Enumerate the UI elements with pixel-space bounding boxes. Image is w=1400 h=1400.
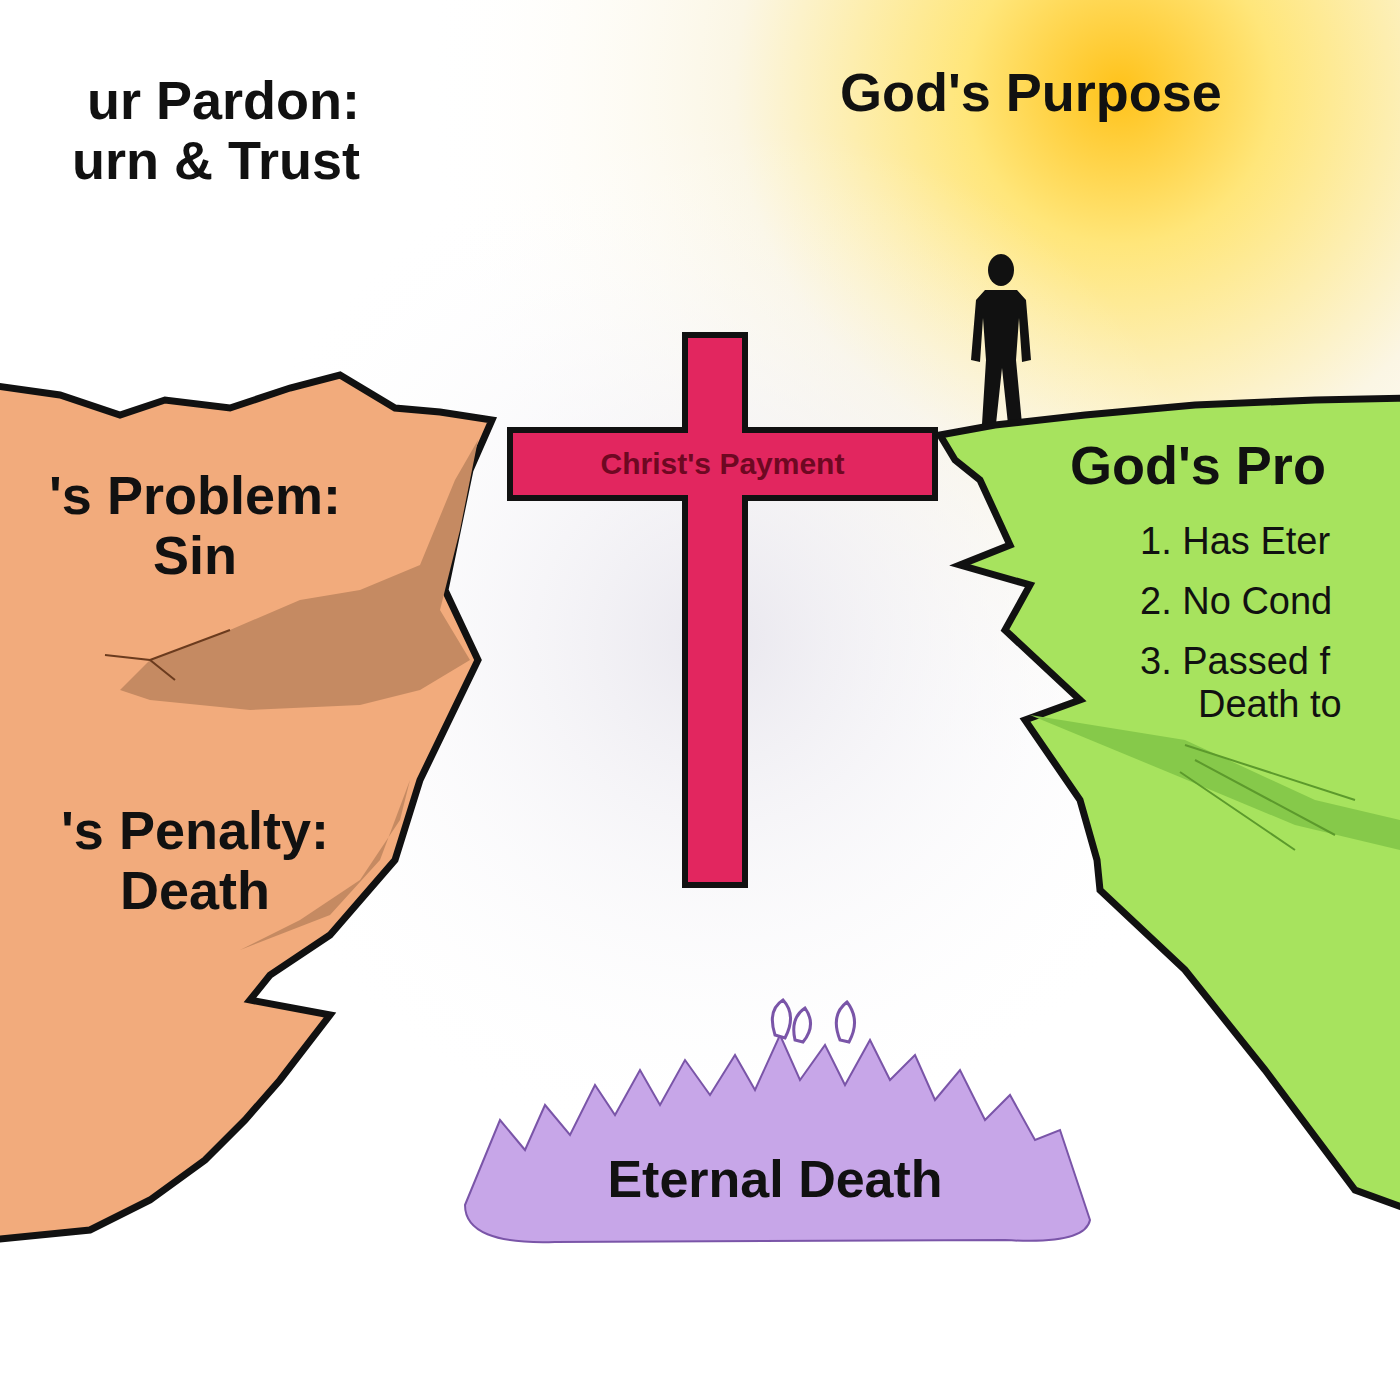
eternal-death-shape xyxy=(445,1000,1105,1250)
person-head xyxy=(988,254,1014,286)
life-cliff-shape xyxy=(935,380,1400,1210)
person-body xyxy=(971,290,1031,424)
cross-shape xyxy=(500,330,950,895)
heading-label: God's Purpose xyxy=(840,62,1380,122)
node-text: 3. Passed f Death to xyxy=(1140,640,1380,725)
cliff-outline xyxy=(940,398,1400,1210)
node-heading: Eternal Death xyxy=(465,1150,1085,1208)
text-holder: 2. No Cond xyxy=(1140,580,1390,623)
mountain-outline xyxy=(465,1035,1090,1242)
node-heading: God's Pro xyxy=(1070,435,1390,495)
text-holder: Christ's Payment xyxy=(514,434,931,494)
text-holder: God's Pro xyxy=(1070,435,1390,495)
cliff-outline xyxy=(0,375,492,1240)
label-holder: God's Purpose xyxy=(840,62,1380,122)
cliff-streak xyxy=(1180,745,1355,850)
node-text: 's Penalty: Death xyxy=(10,800,380,921)
heading-label: ur Pardon: urn & Trust xyxy=(40,70,360,191)
sin-cliff: 's Problem: Sin 's Penalty: Death xyxy=(0,360,520,1240)
person-silhouette xyxy=(971,254,1031,424)
life-cliff: God's Pro 1. Has Eter 2. No Cond 3. Passed … xyxy=(935,380,1400,1210)
node-heading: 's Problem: Sin xyxy=(10,465,380,586)
node-text: 2. No Cond xyxy=(1140,580,1390,623)
text-holder: Eternal Death xyxy=(465,1150,1085,1208)
node-text: 1. Has Eter xyxy=(1140,520,1390,563)
cliff-shading xyxy=(1030,715,1400,850)
cliff-crack xyxy=(105,630,230,680)
cross-outline xyxy=(510,335,935,885)
text-holder: 's Penalty: Death xyxy=(10,800,380,921)
text-holder: 's Problem: Sin xyxy=(10,465,380,586)
text-holder: 3. Passed f Death to xyxy=(1140,640,1380,725)
flame-outline xyxy=(772,1000,854,1042)
label-holder: ur Pardon: urn & Trust xyxy=(40,70,360,191)
eternal-death: Eternal Death xyxy=(445,1000,1105,1250)
node-heading: Christ's Payment xyxy=(601,447,845,481)
cross: Christ's Payment xyxy=(500,330,950,895)
text-holder: 1. Has Eter xyxy=(1140,520,1390,563)
